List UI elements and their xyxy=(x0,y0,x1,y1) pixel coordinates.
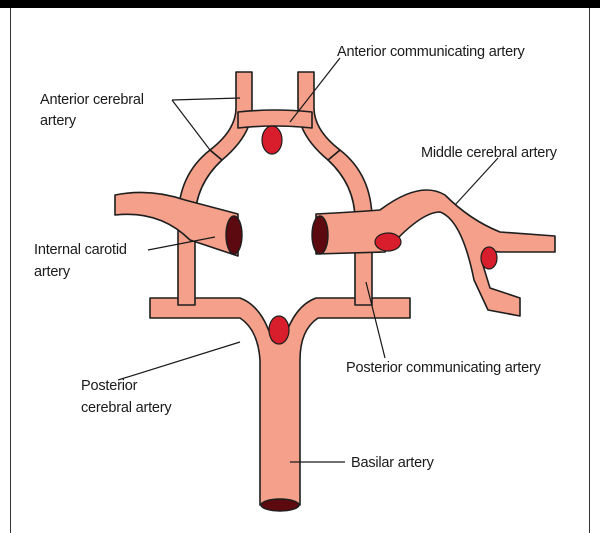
label-posterior-cerebral-line1: Posterior xyxy=(81,378,138,394)
label-middle-cerebral: Middle cerebral artery xyxy=(421,145,558,161)
basilar-lumen xyxy=(261,499,299,511)
aneurysm-basilar xyxy=(269,316,289,344)
leader-posterior-communicating xyxy=(366,282,385,358)
label-posterior-communicating: Posterior communicating artery xyxy=(346,360,542,376)
anterior-communicating-vessel xyxy=(238,110,312,128)
left-carotid-lumen xyxy=(226,216,242,254)
label-internal-carotid-line1: Internal carotid xyxy=(34,242,127,258)
label-basilar: Basilar artery xyxy=(351,455,435,471)
leader-middle-cerebral xyxy=(455,158,498,205)
left-internal-carotid-vessel xyxy=(115,192,238,256)
label-anterior-cerebral-line2: artery xyxy=(40,113,77,129)
leader-posterior-cerebral xyxy=(118,342,240,380)
label-posterior-cerebral-line2: cerebral artery xyxy=(81,400,172,416)
label-internal-carotid-line2: artery xyxy=(34,264,71,280)
middle-cerebral-vessel xyxy=(316,190,555,316)
label-anterior-cerebral-line1: Anterior cerebral xyxy=(40,92,144,108)
aneurysm-anterior xyxy=(262,126,282,154)
right-carotid-lumen xyxy=(312,216,328,254)
aneurysm-posterior-communicating xyxy=(375,233,401,251)
label-anterior-communicating: Anterior communicating artery xyxy=(337,44,526,60)
artery-vessels xyxy=(115,72,555,505)
aneurysm-middle-cerebral xyxy=(481,247,497,269)
